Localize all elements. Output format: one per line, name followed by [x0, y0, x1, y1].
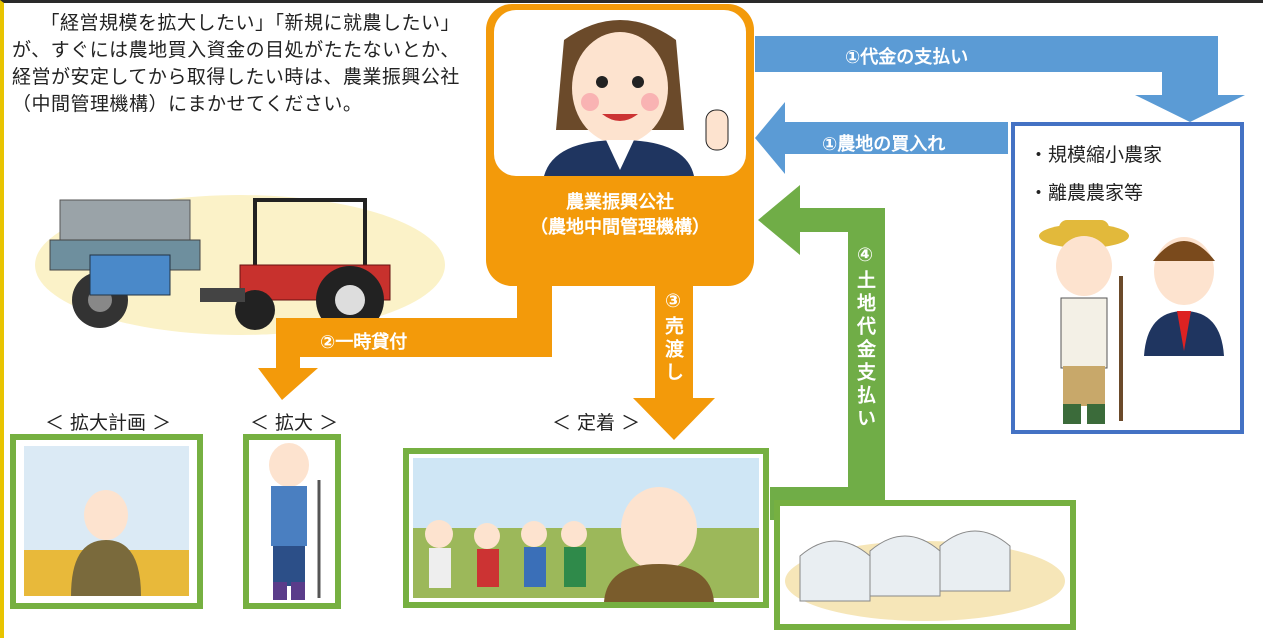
seller-item-retiring-farm: ・離農農家等 — [1029, 182, 1144, 204]
organization-box: 農業振興公社 （農地中間管理機構） — [486, 4, 754, 286]
stage-box-greenhouse — [774, 500, 1076, 630]
land-payment-arrow — [758, 185, 885, 520]
payment-arrow — [755, 36, 1245, 122]
sale-arrow — [633, 286, 715, 440]
tractor-illustration — [35, 195, 445, 335]
intro-text: 「経営規模を拡大したい」「新規に就農したい」が、すぐには農地買入資金の目処がたた… — [12, 12, 461, 115]
stage-box-expansion-plan — [10, 434, 203, 609]
farmers-illustration — [1039, 220, 1224, 424]
farmers-group-illustration — [413, 458, 759, 602]
organization-name-line2: （農地中間管理機構） — [530, 217, 710, 238]
young-farmer-illustration — [269, 443, 321, 600]
organization-name-line1: 農業振興公社 — [566, 192, 674, 213]
greenhouse-illustration — [785, 530, 1065, 621]
stage-label-expansion-plan: ＜ 拡大計画 ＞ — [45, 412, 172, 434]
stage-box-settlement — [403, 448, 769, 608]
farmer-planning-illustration — [24, 446, 189, 596]
seller-item-small-farm: ・規模縮小農家 — [1029, 144, 1163, 166]
purchase-label: ①農地の買入れ — [822, 134, 946, 155]
stage-box-expansion — [243, 434, 341, 609]
staff-illustration — [494, 10, 746, 176]
seller-box: ・規模縮小農家 ・離農農家等 — [1011, 122, 1244, 434]
payment-label: ①代金の支払い — [845, 47, 969, 68]
organization-name: 農業振興公社 （農地中間管理機構） — [486, 190, 754, 240]
lease-label: ②一時貸付 — [320, 332, 408, 353]
lease-arrow — [258, 286, 552, 400]
sale-label: ③売渡し — [662, 290, 684, 385]
land-payment-label: ④土地代金支払い — [854, 244, 876, 431]
purchase-arrow — [755, 102, 1008, 174]
stage-label-settlement: ＜ 定着 ＞ — [552, 412, 641, 434]
stage-label-expansion: ＜ 拡大 ＞ — [250, 412, 339, 434]
